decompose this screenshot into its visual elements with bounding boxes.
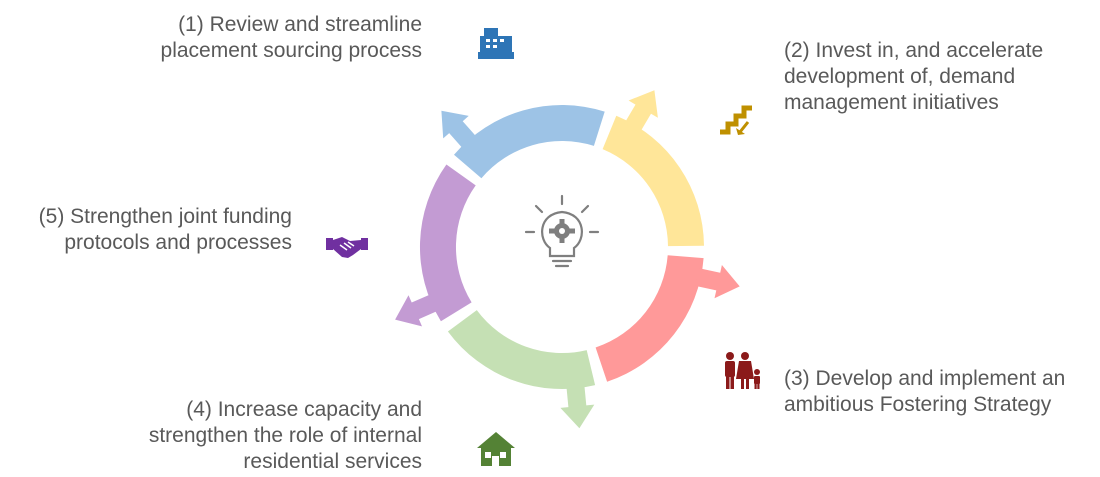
handshake-icon: [326, 237, 368, 258]
step-1-label: (1) Review and streamline placement sour…: [160, 13, 422, 62]
cycle-ring: [395, 90, 740, 429]
cycle-arrow-5: [395, 293, 439, 327]
house-icon: [477, 432, 515, 466]
cycle-arrow-3: [694, 265, 740, 299]
cycle-segment-3: [595, 255, 704, 382]
family-icon: [725, 352, 760, 389]
step-2-label: (2) Invest in, and accelerate developmen…: [784, 39, 1044, 114]
step-5-label: (5) Strengthen joint funding protocols a…: [38, 205, 292, 254]
cycle-segment-1: [454, 105, 605, 179]
cycle-segment-4: [447, 310, 596, 390]
cycle-arrow-1: [441, 110, 478, 150]
lightbulb-gear-icon: [524, 194, 600, 268]
step-3-label: (3) Develop and implement an ambitious F…: [784, 367, 1066, 416]
cash-register-icon: [478, 28, 514, 59]
cycle-arrow-4: [560, 383, 595, 429]
stairs-down-icon: [720, 105, 752, 135]
cycle-segment-5: [419, 164, 476, 322]
cycle-arrow-2: [624, 90, 658, 133]
step-4-label: (4) Increase capacity and strengthen the…: [148, 398, 422, 473]
cycle-segment-2: [602, 115, 704, 247]
